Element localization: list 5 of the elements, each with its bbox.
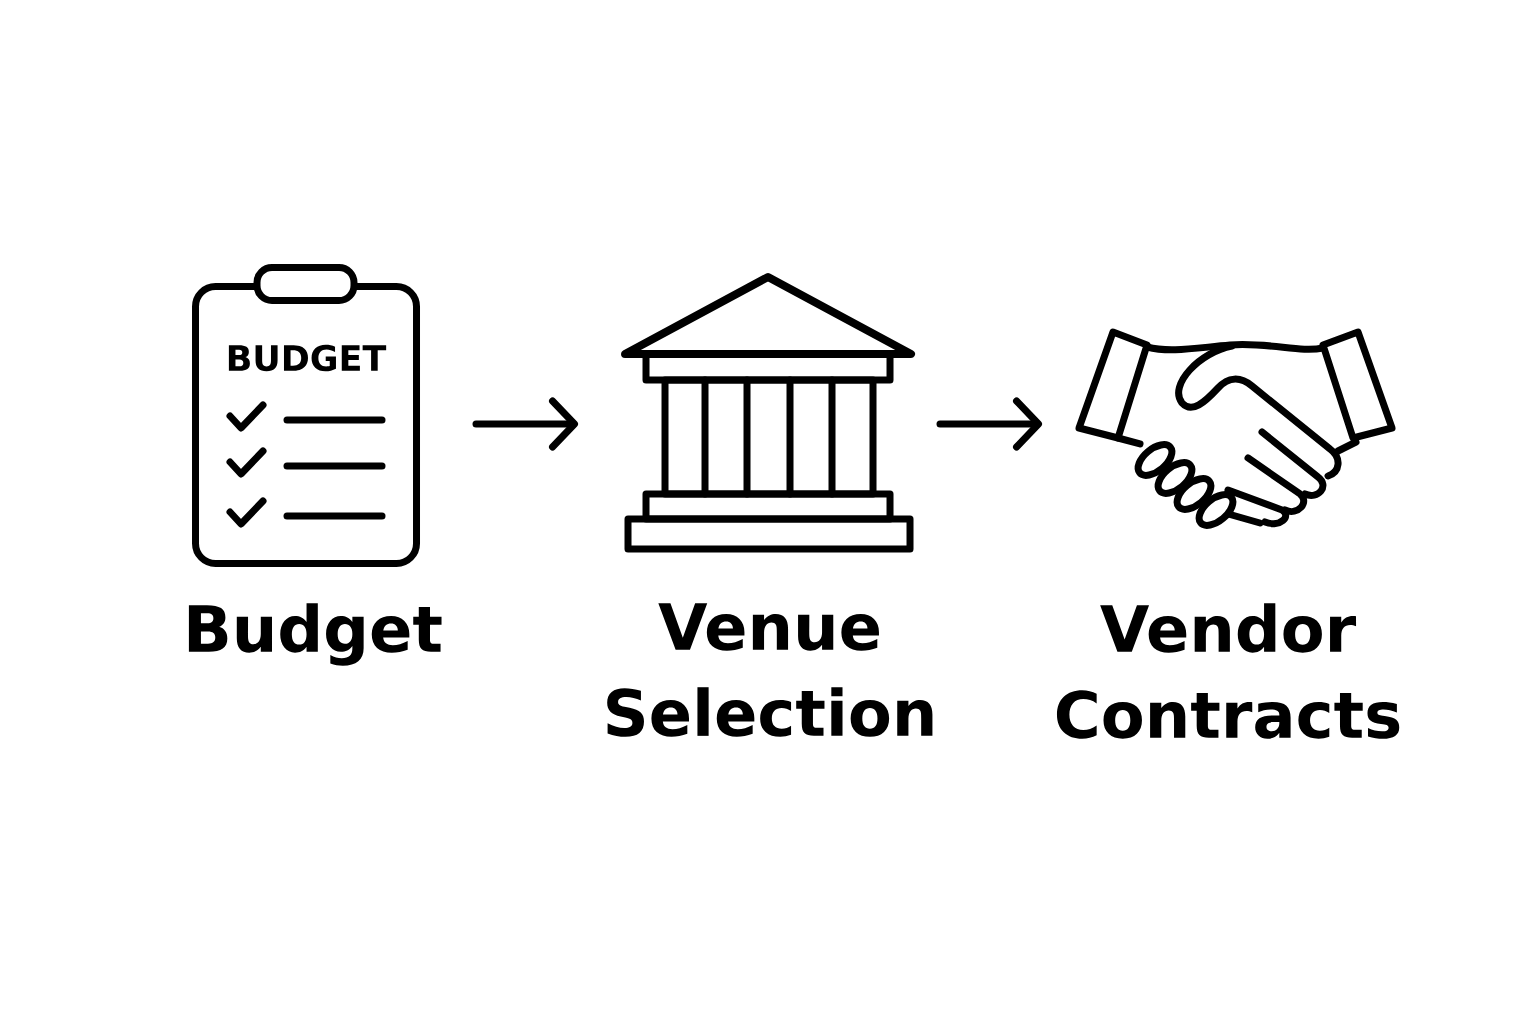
step-caption: Venue Selection xyxy=(607,603,933,737)
step-caption: Vendor Contracts xyxy=(1056,603,1400,739)
step-caption: Budget xyxy=(188,603,442,666)
arrow xyxy=(472,397,578,451)
arrow xyxy=(936,397,1042,451)
